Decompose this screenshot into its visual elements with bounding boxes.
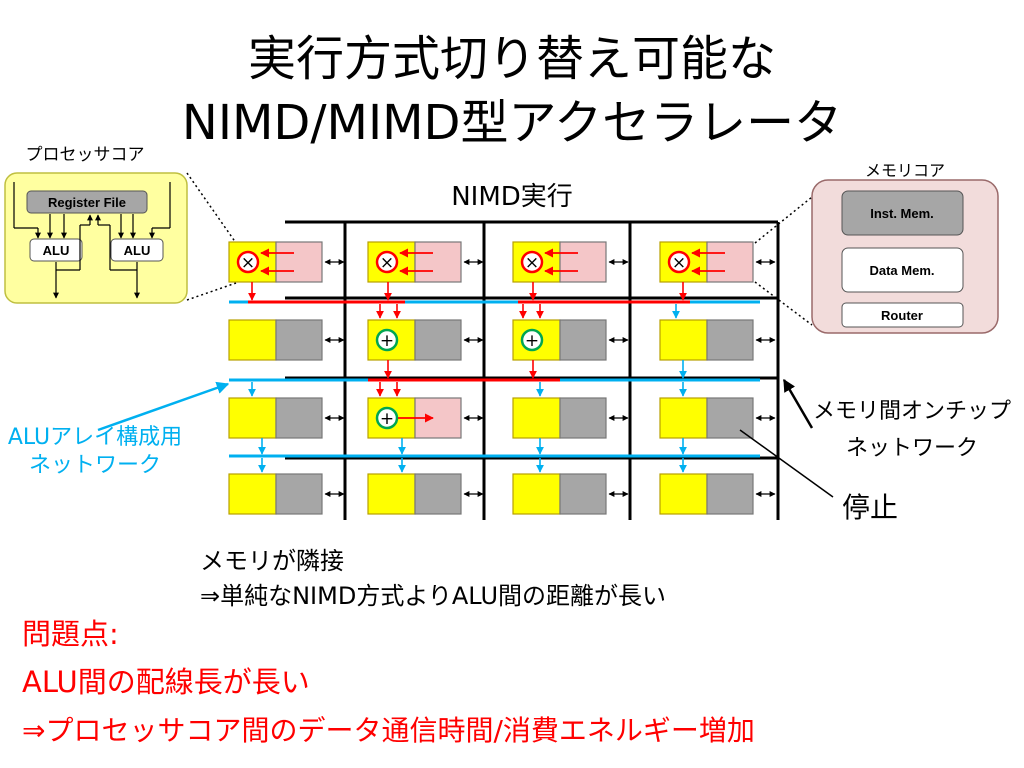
memory-network-pointer xyxy=(782,378,814,429)
memory-core: Inst. Mem. Data Mem. Router xyxy=(811,179,999,334)
stop-label: 停止 xyxy=(842,491,898,524)
alu-cell xyxy=(512,473,561,515)
memory-network-label-line1: メモリ間オンチップ xyxy=(813,399,1011,424)
register-file-label: Register File xyxy=(48,195,126,210)
note-line1: メモリが隣接 xyxy=(200,547,344,575)
memory-cell xyxy=(414,319,462,361)
alu-network-label-line2: ネットワーク xyxy=(29,453,161,478)
note-line2: ⇒単純なNIMD方式よりALU間の距離が長い xyxy=(200,582,666,610)
problem-line1: ALU間の配線長が長い xyxy=(22,665,310,699)
alu-cell xyxy=(367,473,416,515)
memory-network-grid xyxy=(285,220,780,520)
multiply-op xyxy=(236,250,260,274)
router-label: Router xyxy=(881,308,923,323)
memory-cell xyxy=(706,397,754,439)
memory-cell xyxy=(414,473,462,515)
alu-cell xyxy=(228,473,277,515)
slide-title-line2: NIMD/MIMD型アクセラレータ xyxy=(181,95,843,151)
add-op xyxy=(375,328,399,352)
alu-network-label-line1: ALUアレイ構成用 xyxy=(8,425,182,450)
active-data-path xyxy=(248,300,690,382)
memory-cell xyxy=(275,241,323,283)
memory-cell xyxy=(706,241,754,283)
alu-cell xyxy=(512,397,561,439)
alu-network-pointer xyxy=(97,381,230,432)
add-symbol: + xyxy=(380,409,394,429)
problem-heading: 問題点: xyxy=(22,617,119,651)
add-symbol: + xyxy=(380,331,394,351)
zoom-line xyxy=(754,196,813,244)
nimd-mode-label: NIMD実行 xyxy=(451,182,573,212)
alu-cell xyxy=(659,473,708,515)
multiply-symbol: × xyxy=(525,253,539,273)
memory-cell xyxy=(706,473,754,515)
memory-cell xyxy=(559,241,607,283)
memory-cell xyxy=(559,397,607,439)
processor-core: Register File ALU ALU xyxy=(4,172,188,304)
slide-title-line1: 実行方式切り替え可能な xyxy=(247,31,776,87)
alu-cell xyxy=(659,319,708,361)
memory-cell xyxy=(275,319,323,361)
inst-mem-label: Inst. Mem. xyxy=(870,206,934,221)
add-symbol: + xyxy=(525,331,539,351)
alu-cell xyxy=(659,397,708,439)
memory-cell xyxy=(559,319,607,361)
multiply-op xyxy=(667,250,691,274)
processor-core-label: プロセッサコア xyxy=(26,145,145,165)
multiply-op xyxy=(375,250,399,274)
memory-network-label-line2: ネットワーク xyxy=(846,436,978,461)
flow-arrows xyxy=(248,282,687,473)
zoom-line xyxy=(754,281,813,326)
pe-array: × × × × + + + xyxy=(228,241,776,515)
multiply-symbol: × xyxy=(380,253,394,273)
memory-cell xyxy=(275,397,323,439)
alu-right-label: ALU xyxy=(124,243,151,258)
zoom-line xyxy=(186,172,237,244)
multiply-symbol: × xyxy=(241,253,255,273)
data-mem-label: Data Mem. xyxy=(869,263,934,278)
memory-cell xyxy=(706,319,754,361)
add-op xyxy=(520,328,544,352)
alu-cell xyxy=(228,319,277,361)
memory-cell xyxy=(275,473,323,515)
memory-cell xyxy=(414,241,462,283)
zoom-line xyxy=(186,282,237,301)
problem-line2: ⇒プロセッサコア間のデータ通信時間/消費エネルギー増加 xyxy=(22,714,755,747)
alu-cell xyxy=(228,397,277,439)
multiply-symbol: × xyxy=(672,253,686,273)
multiply-op xyxy=(520,250,544,274)
add-op xyxy=(375,406,399,430)
memory-cell xyxy=(559,473,607,515)
stop-pointer xyxy=(739,429,834,498)
alu-left-label: ALU xyxy=(43,243,70,258)
memory-core-label: メモリコア xyxy=(865,161,945,180)
